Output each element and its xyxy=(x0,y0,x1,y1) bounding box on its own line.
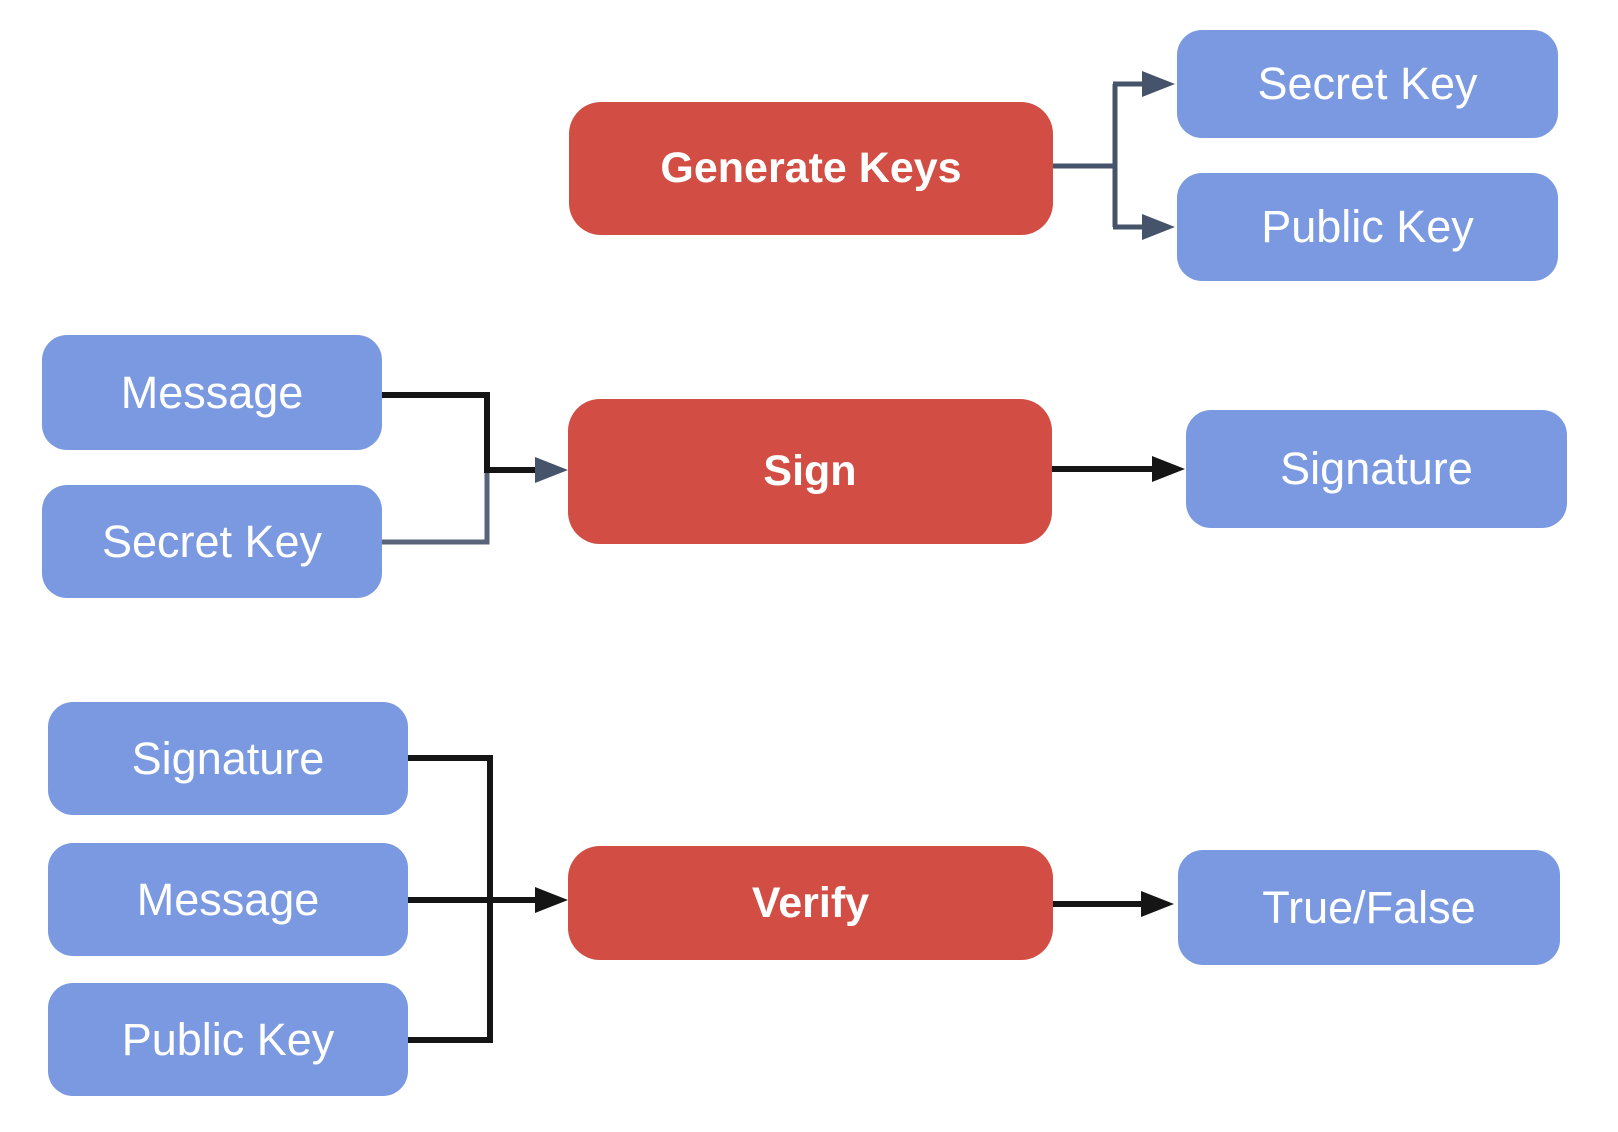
generate-keys-node: Generate Keys xyxy=(569,102,1053,235)
verify-node-label: Verify xyxy=(751,878,870,927)
message-sign-input-node: Message xyxy=(42,335,382,450)
secret-key-sign-input-node: Secret Key xyxy=(42,485,382,598)
message-verify-input-node: Message xyxy=(48,843,408,956)
public-key-verify-input-node-label: Public Key xyxy=(121,1013,335,1065)
signature-output-node-label: Signature xyxy=(1280,443,1473,494)
secret-key-sign-input-node-label: Secret Key xyxy=(101,515,323,567)
secret-key-output-node: Secret Key xyxy=(1177,30,1558,138)
message-verify-input-node-label: Message xyxy=(136,873,320,925)
secret-key-output-node-label: Secret Key xyxy=(1257,58,1478,109)
message-sign-input-node-label: Message xyxy=(120,366,304,418)
public-key-output-node: Public Key xyxy=(1177,173,1558,281)
true-false-output-node: True/False xyxy=(1178,850,1560,965)
sign-node: Sign xyxy=(568,399,1052,544)
sign-node-label: Sign xyxy=(763,447,857,495)
signature-output-node: Signature xyxy=(1186,410,1567,528)
public-key-output-node-label: Public Key xyxy=(1261,201,1474,252)
signature-verify-input-node-label: Signature xyxy=(131,732,325,784)
verify-node: Verify xyxy=(568,846,1053,960)
signature-verify-input-node: Signature xyxy=(48,702,408,815)
generate-keys-node-label: Generate Keys xyxy=(660,144,962,192)
true-false-output-node-label: True/False xyxy=(1262,881,1476,933)
public-key-verify-input-node: Public Key xyxy=(48,983,408,1096)
